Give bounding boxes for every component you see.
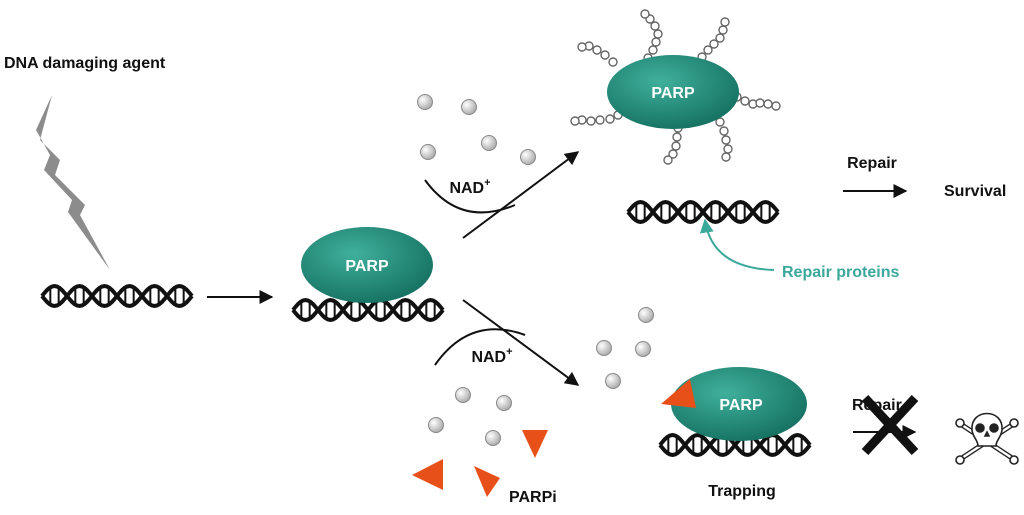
- nad-consumption-arc: [434, 328, 526, 366]
- nad-label-lower: NAD+: [471, 346, 512, 366]
- lightning-bolt-icon: [36, 95, 110, 270]
- nad-molecule-icon: [635, 341, 651, 357]
- parp-label: PARP: [719, 397, 763, 414]
- parp-inhibitor-icon: [522, 430, 548, 458]
- nad-molecules: [417, 94, 654, 446]
- parp-inhibitor-icon: [412, 459, 443, 490]
- nad-molecule-icon: [428, 417, 444, 433]
- par-chain-icon: [640, 9, 663, 63]
- parp-label: PARP: [345, 258, 389, 275]
- dna-helix-icon: [40, 283, 194, 309]
- nad-molecule-icon: [605, 373, 621, 389]
- parp-enzyme-trapped: PARP: [671, 367, 807, 441]
- nad-molecule-icon: [520, 149, 536, 165]
- trapping-label: Trapping: [708, 483, 776, 500]
- nad-molecule-icon: [596, 340, 612, 356]
- par-chain-icon: [663, 123, 683, 165]
- dna-helix-icon: [626, 199, 780, 225]
- nad-molecule-icon: [496, 395, 512, 411]
- parp-enzyme-parylated: PARP: [607, 55, 739, 129]
- par-chain-icon: [697, 17, 730, 62]
- repair-proteins-arrow: [699, 218, 775, 271]
- dna-damaging-agent-label: DNA damaging agent: [4, 55, 166, 72]
- nad-molecule-icon: [638, 307, 654, 323]
- parp-inhibitor-icon: [474, 466, 500, 497]
- par-chain-icon: [715, 117, 733, 162]
- repair-proteins-label: Repair proteins: [782, 264, 899, 281]
- nad-molecule-icon: [461, 99, 477, 115]
- parpi-label: PARPi: [509, 489, 557, 506]
- cross-icon: [861, 394, 919, 456]
- par-chain-icon: [570, 110, 623, 126]
- par-chain-icon: [577, 41, 618, 67]
- repair-label: Repair: [847, 155, 897, 172]
- nad-molecule-icon: [420, 144, 436, 160]
- nad-molecule-icon: [455, 387, 471, 403]
- nad-molecule-icon: [481, 135, 497, 151]
- dna-helix-icon: [291, 297, 445, 323]
- survival-label: Survival: [944, 183, 1006, 200]
- parp-inhibitor-icon: [661, 379, 696, 408]
- par-chain-icon: [732, 92, 781, 111]
- parp-label: PARP: [651, 85, 695, 102]
- nad-label-upper: NAD+: [449, 177, 490, 197]
- arrow-upper-branch: [462, 151, 580, 239]
- skull-crossbones-icon: [955, 412, 1019, 465]
- nad-molecule-icon: [485, 430, 501, 446]
- nad-consumption-arc: [424, 179, 516, 214]
- parp-enzyme: PARP: [301, 227, 433, 303]
- nad-molecule-icon: [417, 94, 433, 110]
- arrow-lower-branch: [462, 299, 580, 386]
